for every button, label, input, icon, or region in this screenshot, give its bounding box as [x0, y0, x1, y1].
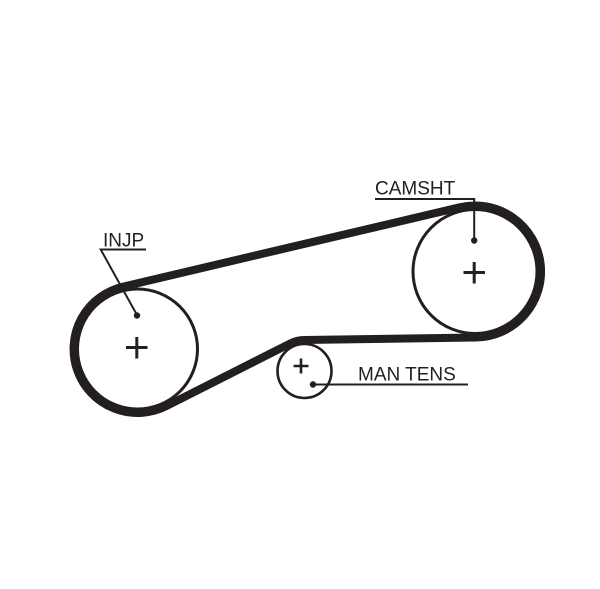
man-tens-center-mark	[293, 358, 309, 374]
injp-label: INJP	[103, 231, 144, 252]
camsht-leader-line	[375, 198, 476, 240]
camsht-center-mark	[463, 262, 485, 284]
camsht-leader-dot	[471, 237, 478, 244]
injp-center-mark	[126, 337, 148, 359]
man-tens-label: MAN TENS	[358, 365, 456, 386]
timing-belt	[69, 201, 546, 417]
injp-leader-dot	[133, 312, 141, 319]
man-tens-pulley	[276, 342, 333, 400]
camsht-label: CAMSHT	[375, 179, 456, 200]
injp-leader-line	[99, 248, 146, 316]
man-tens-leader-dot	[309, 381, 317, 388]
